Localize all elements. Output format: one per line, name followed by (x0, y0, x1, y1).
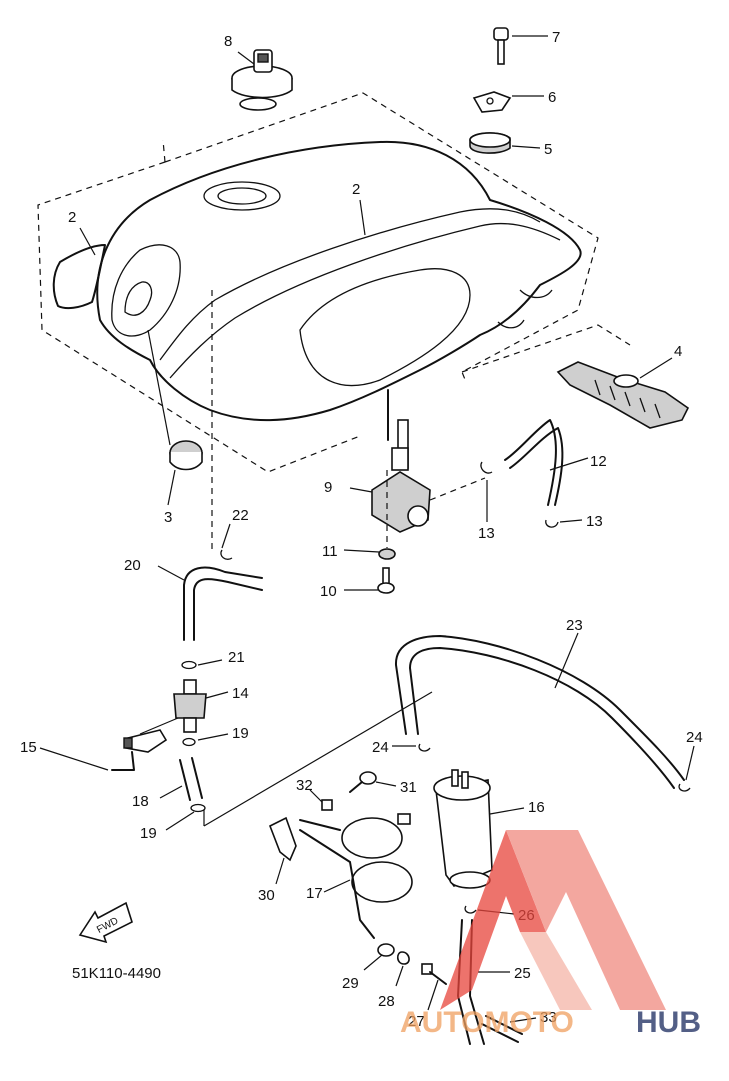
callout-8: 8 (224, 33, 232, 50)
callout-16: 16 (528, 799, 545, 816)
filler-cap (231, 49, 293, 111)
callout-6: 6 (548, 89, 556, 106)
callout-2-center: 2 (352, 181, 360, 198)
callout-9: 9 (324, 479, 332, 496)
callout-3: 3 (164, 509, 172, 526)
damper-part-5 (469, 132, 541, 154)
assembly-outline-tank (37, 92, 599, 473)
diagram-code: 51K110-4490 (72, 965, 161, 982)
callout-20: 20 (124, 557, 141, 574)
watermark-triangle-left (440, 830, 546, 1010)
callout-5: 5 (544, 141, 552, 158)
callout-2-left: 2 (68, 209, 76, 226)
tube-part-33 (481, 1015, 537, 1043)
filter-holder (39, 717, 179, 771)
callout-22: 22 (232, 507, 249, 524)
pump-bracket (299, 813, 413, 939)
clip-part-21 (181, 659, 223, 670)
watermark-triangle-inner (520, 932, 592, 1010)
fuel-cock (349, 389, 486, 533)
callout-29: 29 (342, 975, 359, 992)
hose-part-23 (394, 632, 685, 789)
callout-4: 4 (674, 343, 682, 360)
callout-33: 33 (540, 1009, 557, 1026)
clip-part-19-upper (182, 733, 229, 747)
damper-part-30 (268, 816, 297, 885)
watermark-triangle-right (506, 830, 666, 1010)
collar-part-28 (395, 951, 410, 987)
bolt-part-27 (421, 963, 447, 1011)
callout-28: 28 (378, 993, 395, 1010)
callout-15: 15 (20, 739, 37, 756)
callout-18: 18 (132, 793, 149, 810)
callout-31: 31 (400, 779, 417, 796)
screw-part-10 (344, 470, 395, 594)
fuel-tank (52, 140, 582, 422)
protector-part-4 (556, 357, 690, 429)
callout-32: 32 (296, 777, 313, 794)
callout-25: 25 (514, 965, 531, 982)
bolt-part-7 (493, 27, 548, 65)
callout-11: 11 (322, 543, 338, 560)
hose-part-12 (480, 419, 589, 528)
fuel-pump (433, 769, 525, 889)
callout-7: 7 (552, 29, 560, 46)
callout-13-left: 13 (478, 525, 495, 542)
automotohub-watermark-logo: AUTOMOTO HUB (400, 830, 701, 1039)
watermark-text-automoto: AUTOMOTO (400, 1006, 574, 1039)
clip-part-24-left (392, 743, 431, 752)
callout-21: 21 (228, 649, 245, 666)
callout-14: 14 (232, 685, 249, 702)
washer-part-11 (343, 548, 396, 560)
cap-part-3 (147, 329, 203, 506)
hose-part-18 (159, 691, 433, 831)
callout-numbers: 7 8 6 5 2 2 4 9 12 13 13 3 22 11 20 10 2… (20, 29, 703, 1030)
callout-27: 27 (408, 1013, 425, 1030)
callout-12: 12 (590, 453, 607, 470)
fuel-filter (173, 679, 229, 733)
callout-30: 30 (258, 887, 275, 904)
breather-hose (157, 290, 263, 641)
callout-17: 17 (306, 885, 323, 902)
watermark-text-hub: HUB (636, 1006, 701, 1039)
callout-23: 23 (566, 617, 583, 634)
callout-19-lower: 19 (140, 825, 157, 842)
callout-24-left: 24 (372, 739, 389, 756)
clip-part-24-right (678, 745, 695, 792)
bolt-part-31 (349, 771, 397, 793)
callout-13-right: 13 (586, 513, 603, 530)
callout-10: 10 (320, 583, 337, 600)
assembly-outline-rail (461, 324, 631, 373)
callout-19-upper: 19 (232, 725, 249, 742)
nut-part-32 (309, 789, 333, 811)
bracket-part-6 (472, 91, 544, 113)
fwd-arrow-icon: FWD (78, 901, 133, 944)
washer-part-29 (363, 943, 395, 971)
callout-24-right: 24 (686, 729, 703, 746)
